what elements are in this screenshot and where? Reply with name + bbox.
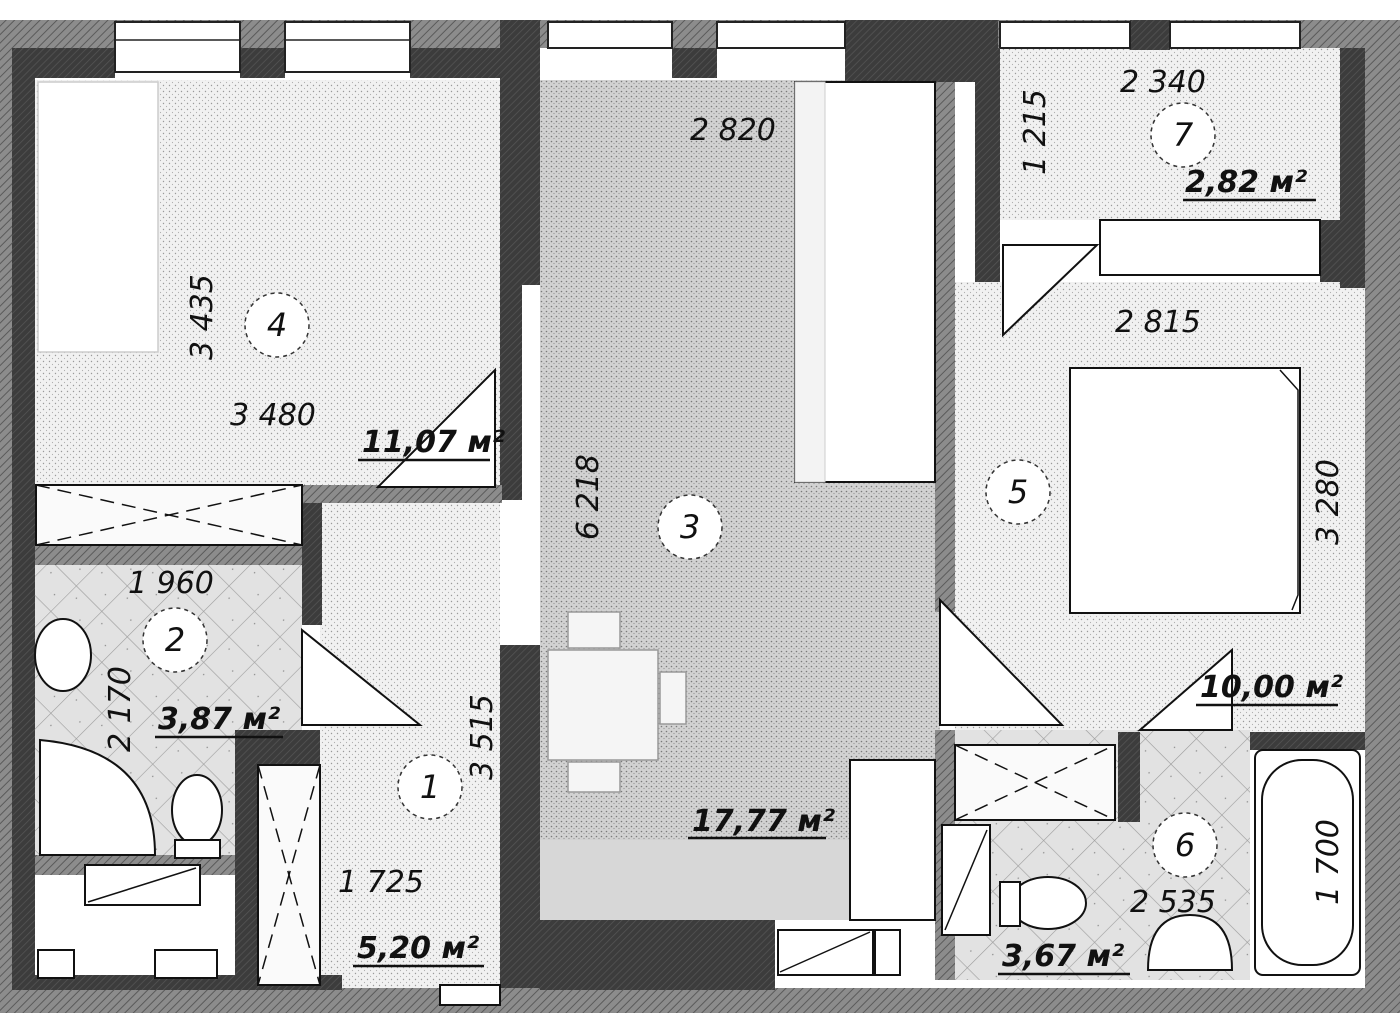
room-1-area: 5,20 м² [357,931,479,966]
dimension-labels: 2 340 1 215 2 820 3 435 3 480 2 815 3 28… [103,65,1346,920]
wall-7-bottom [1320,220,1365,282]
door-room-5 [939,597,1065,726]
marker-room-1 [397,754,463,820]
fixture-bl-1 [37,949,75,979]
room-6-number: 6 [1175,826,1195,864]
room-2-number: 2 [165,621,185,659]
outer-wall-left-inner [12,48,35,988]
dim-room-4-depth: 3 435 [185,274,220,360]
room-4-area: 11,07 м² [362,425,505,460]
room-4-number: 4 [267,306,287,344]
room-5-area: 10,00 м² [1200,670,1343,705]
dining-table [547,649,659,761]
wall-4-3-upper [500,20,540,285]
dim-room-6-width: 2 535 [1130,885,1216,920]
fixture-bl-2 [154,949,218,979]
wall-top-dark-mid [240,48,285,78]
marker-room-2 [142,607,208,673]
window-5 [999,21,1131,49]
chair-1 [567,611,621,649]
wall-4-hall [302,485,502,503]
wall-4-3-lower [500,285,522,500]
toilet-room-6 [1009,876,1087,930]
marker-room-7 [1150,102,1216,168]
shelf-room-7 [1099,219,1321,276]
room-markers [142,102,1218,878]
dim-room-3-width: 2 820 [690,113,776,148]
wall-below-4 [35,545,305,565]
doors [301,244,1233,1006]
room-areas: 11,07 м² 17,77 м² 3,87 м² 5,20 м² 10,00 … [155,165,1343,976]
outer-wall-bottom [0,988,1400,1013]
wall-7-left [975,48,1000,282]
dim-room-1-width: 1 725 [338,865,424,900]
outer-wall-left [0,48,12,988]
door-room-2 [301,627,423,726]
wall-3-5 [935,82,955,612]
room-6-area: 3,67 м² [1002,939,1124,974]
door-entry [439,984,501,1006]
marker-room-6 [1152,812,1218,878]
chair-2 [567,761,621,793]
window-2 [284,21,411,73]
dim-room-2-width: 1 960 [128,566,214,601]
room-3-number: 3 [680,508,700,546]
wall-top-dark-r2 [1130,20,1170,50]
washbasin-room-6 [1146,913,1234,971]
outer-wall-right [1365,20,1400,988]
dim-room-5-width: 2 815 [1115,305,1201,340]
dim-room-1-depth: 3 515 [465,694,500,780]
window-6 [1169,21,1301,49]
bed-room-4 [37,81,159,353]
wall-6-right [1250,732,1365,750]
dim-room-2-depth: 2 170 [103,666,138,752]
room-3-area: 17,77 м² [692,804,835,839]
bathtub-corner [39,738,157,856]
window-3 [547,21,673,49]
dim-bathtub-length: 1 700 [1311,819,1346,905]
dim-room-7-depth: 1 215 [1018,89,1053,175]
room-2-area: 3,87 м² [158,702,280,737]
room-numbers: 4 3 2 1 5 6 7 [165,116,1195,864]
marker-room-3 [657,494,723,560]
stove [874,929,901,976]
wall-bottom-kitchen [540,920,775,990]
wall-6-mid [1118,732,1140,822]
dim-room-3-depth: 6 218 [571,454,606,540]
dim-room-4-width: 3 480 [230,398,316,433]
room-7-number: 7 [1173,116,1194,154]
wall-hall-left [302,500,322,625]
room-1-number: 1 [420,768,440,806]
door-room-7 [1002,244,1100,338]
door-room-6 [1137,647,1233,731]
room-5-number: 5 [1008,473,1028,511]
door-room-4 [375,367,496,488]
kitchen-counter [849,759,936,921]
wall-top-dark-mid3 [672,48,717,78]
wall-top-dark-right [845,20,940,82]
chair-3 [659,671,687,725]
window-1 [114,21,241,73]
wall-1-3 [500,645,540,1000]
marker-room-5 [985,459,1051,525]
furniture [34,81,1361,986]
marker-room-4 [244,292,310,358]
toilet-room-2 [171,774,223,846]
room-1-floor [320,500,500,1000]
dim-room-7-width: 2 340 [1120,65,1206,100]
washbasin-room-2 [34,618,92,692]
dim-room-5-depth: 3 280 [1311,459,1346,545]
room-7-area: 2,82 м² [1185,165,1307,200]
window-4 [716,21,846,49]
bed-room-5 [1069,367,1301,614]
